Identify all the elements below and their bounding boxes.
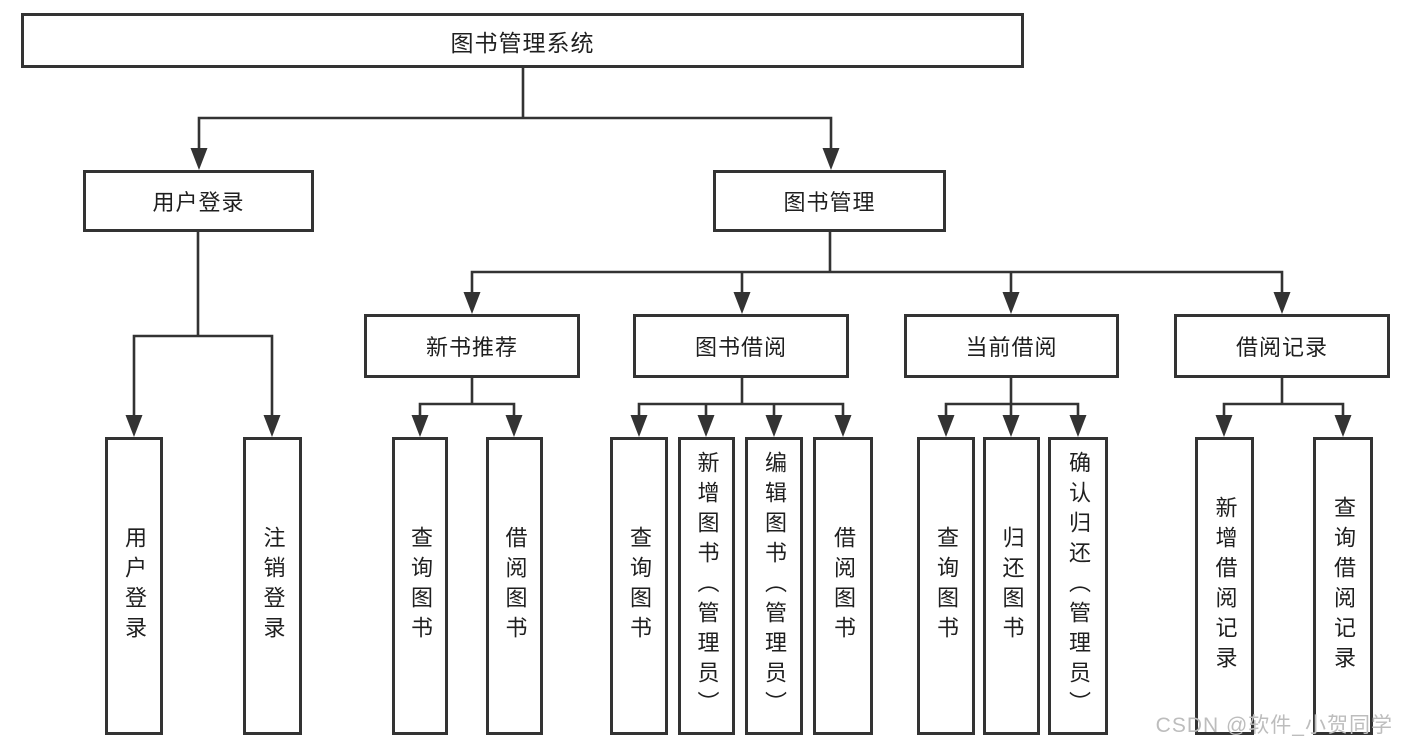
leaf-label: 编辑图书（管理员） bbox=[762, 451, 787, 721]
leaf-label: 用户登录 bbox=[122, 526, 147, 646]
leaf-label: 确认归还（管理员） bbox=[1066, 451, 1091, 721]
arrowheads bbox=[125, 148, 1352, 437]
leaf-user-login: 用户登录 bbox=[105, 437, 163, 735]
leaf-bb-borrow-books: 借阅图书 bbox=[813, 437, 873, 735]
node-user-login: 用户登录 bbox=[83, 170, 314, 232]
leaf-bb-query-books: 查询图书 bbox=[610, 437, 668, 735]
leaf-label: 新增借阅记录 bbox=[1212, 496, 1238, 676]
leaf-cb-return-books: 归还图书 bbox=[983, 437, 1040, 735]
leaf-label: 查询借阅记录 bbox=[1331, 496, 1356, 676]
leaf-label: 借阅图书 bbox=[831, 526, 856, 646]
leaf-cb-confirm-return-admin: 确认归还（管理员） bbox=[1048, 437, 1108, 735]
leaf-label: 查询图书 bbox=[934, 526, 959, 646]
leaf-br-add-record: 新增借阅记录 bbox=[1195, 437, 1254, 735]
leaf-label: 归还图书 bbox=[999, 526, 1025, 646]
node-root-library-management-system: 图书管理系统 bbox=[21, 13, 1024, 68]
node-book-borrowing: 图书借阅 bbox=[633, 314, 849, 378]
leaf-label: 查询图书 bbox=[408, 526, 433, 646]
leaf-nb-query-books: 查询图书 bbox=[392, 437, 448, 735]
leaf-nb-borrow-books: 借阅图书 bbox=[486, 437, 543, 735]
leaf-label: 查询图书 bbox=[627, 526, 652, 646]
leaf-label: 借阅图书 bbox=[502, 526, 528, 646]
csdn-watermark: CSDN @软件_小贺同学 bbox=[1155, 714, 1393, 737]
leaf-label: 注销登录 bbox=[260, 526, 286, 646]
leaf-label: 新增图书（管理员） bbox=[694, 451, 720, 721]
node-new-book-recommend: 新书推荐 bbox=[364, 314, 580, 378]
leaf-cb-query-books: 查询图书 bbox=[917, 437, 975, 735]
leaf-bb-edit-books-admin: 编辑图书（管理员） bbox=[745, 437, 803, 735]
leaf-logout: 注销登录 bbox=[243, 437, 302, 735]
node-current-borrowing: 当前借阅 bbox=[904, 314, 1119, 378]
leaf-bb-add-books-admin: 新增图书（管理员） bbox=[678, 437, 735, 735]
tree-edges bbox=[132, 66, 1345, 423]
node-borrowing-records: 借阅记录 bbox=[1174, 314, 1390, 378]
leaf-br-query-record: 查询借阅记录 bbox=[1313, 437, 1373, 735]
node-book-management: 图书管理 bbox=[713, 170, 946, 232]
